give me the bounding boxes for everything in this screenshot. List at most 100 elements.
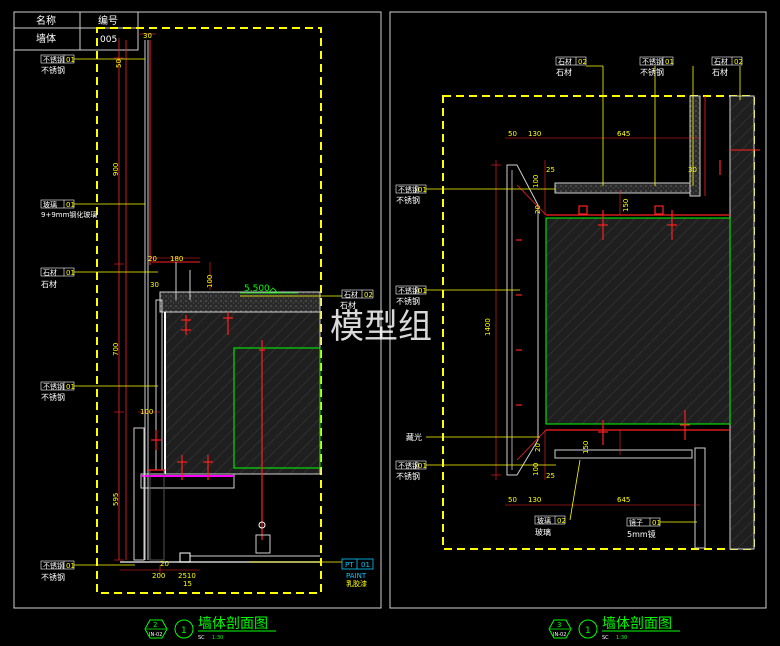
dim-label: 20 bbox=[148, 255, 157, 263]
tag-code: 玻璃 bbox=[43, 200, 57, 209]
tag-text: 石材 bbox=[41, 279, 57, 289]
tag-code: 不锈钢 bbox=[43, 55, 64, 64]
tag-num: 02 bbox=[578, 58, 587, 66]
dim-label: 100 bbox=[206, 275, 214, 288]
light-label: 藏光 bbox=[406, 432, 422, 442]
dim-label: 20 bbox=[534, 443, 542, 452]
paint-line1: PAINT bbox=[346, 572, 367, 580]
tag-text: 5mm镜 bbox=[627, 529, 656, 539]
tag-code: 石材 bbox=[558, 57, 572, 66]
tag-text: 玻璃 bbox=[535, 527, 551, 537]
left-section-title: 2 IN-02 1 墙体剖面图 SC 1:30 bbox=[144, 616, 276, 641]
tag-text: 石材 bbox=[712, 67, 728, 77]
tag-num: 02 bbox=[364, 291, 373, 299]
dim-label: 100 bbox=[532, 175, 540, 188]
dim-label: 645 bbox=[617, 130, 630, 138]
bubble-bottom: IN-02 bbox=[553, 632, 566, 638]
tag-code: 玻璃 bbox=[537, 516, 551, 525]
right-sheet-border bbox=[389, 11, 767, 609]
material-tag: 不锈钢 01 不锈钢 bbox=[40, 381, 75, 402]
tag-code: 石材 bbox=[714, 57, 728, 66]
tag-text: 石材 bbox=[340, 300, 356, 310]
dim-label: 30 bbox=[688, 166, 697, 174]
material-tag: 不锈钢 01 不锈钢 bbox=[639, 56, 674, 77]
dim-label: 50 bbox=[508, 496, 517, 504]
dim-label: 20 bbox=[160, 560, 169, 568]
dim-label: 20 bbox=[534, 205, 542, 214]
bubble-top: 3 bbox=[557, 621, 561, 629]
tag-code: 不锈钢 bbox=[642, 57, 663, 66]
section-title: 墙体剖面图 bbox=[602, 616, 672, 632]
scale-label: SC bbox=[602, 635, 609, 641]
dim-label: 100 bbox=[140, 408, 153, 416]
paint-tag: PT 01 PAINT 乳胶漆 bbox=[341, 558, 374, 588]
dim-label: 595 bbox=[112, 493, 120, 506]
material-tag: 石材 02 石材 bbox=[711, 56, 743, 77]
dim-label: 15 bbox=[183, 580, 192, 588]
bubble-top: 2 bbox=[153, 621, 157, 629]
scale-value: 1:30 bbox=[616, 635, 627, 641]
material-tag: 不锈钢 01 不锈钢 bbox=[40, 560, 75, 582]
tag-num: 01 bbox=[66, 269, 75, 277]
watermark: 模型组 bbox=[330, 307, 432, 347]
tag-num: 02 bbox=[734, 58, 743, 66]
material-tag: 石材 02 石材 bbox=[555, 56, 587, 77]
tag-num: 01 bbox=[66, 201, 75, 209]
tag-text: 不锈钢 bbox=[41, 572, 65, 582]
tag-num: 01 bbox=[66, 383, 75, 391]
dim-label: 130 bbox=[528, 496, 541, 504]
dim-label: 180 bbox=[170, 255, 183, 263]
dim-label: 900 bbox=[112, 163, 120, 176]
dim-label: 700 bbox=[112, 343, 120, 356]
section-title: 墙体剖面图 bbox=[198, 616, 268, 632]
left-sheet-border bbox=[13, 11, 382, 609]
tag-text: 不锈钢 bbox=[396, 296, 420, 306]
dim-label: 2510 bbox=[178, 572, 196, 580]
tag-num: 01 bbox=[418, 287, 427, 295]
circle-num: 1 bbox=[585, 626, 591, 636]
tag-num: 01 bbox=[665, 58, 674, 66]
material-tag: 玻璃 01 9+9mm钢化玻璃 bbox=[40, 199, 97, 219]
left-tags: 不锈钢 01 不锈钢 玻璃 01 9+9mm钢化玻璃 石材 01 石材 不锈钢 … bbox=[40, 54, 374, 588]
tag-code: 石材 bbox=[344, 290, 358, 299]
right-section-title: 3 IN-02 1 墙体剖面图 SC 1:30 bbox=[548, 616, 680, 641]
tag-num: 01 bbox=[652, 519, 661, 527]
dim-label: 130 bbox=[528, 130, 541, 138]
tag-code: PT bbox=[345, 561, 354, 569]
title-block-col-name: 名称 bbox=[36, 14, 56, 27]
dim-label: 100 bbox=[532, 463, 540, 476]
tag-code: 石材 bbox=[43, 268, 57, 277]
dim-label: 50 bbox=[115, 59, 123, 68]
material-tag: 不锈钢 01 不锈钢 bbox=[40, 54, 75, 75]
title-block-row-number: 005 bbox=[100, 35, 117, 45]
tag-code: 镜子 bbox=[629, 518, 643, 527]
material-tag: 不锈钢 01 不锈钢 bbox=[395, 460, 427, 481]
tag-text: 不锈钢 bbox=[41, 392, 65, 402]
tag-text: 9+9mm钢化玻璃 bbox=[41, 210, 97, 219]
title-block-row-name: 墙体 bbox=[36, 32, 56, 45]
dim-label: 150 bbox=[622, 199, 630, 212]
dim-label: 645 bbox=[617, 496, 630, 504]
tag-num: 02 bbox=[557, 517, 566, 525]
tag-code: 不锈钢 bbox=[43, 382, 64, 391]
scale-value: 1:30 bbox=[212, 635, 223, 641]
tag-code: 不锈钢 bbox=[398, 185, 419, 194]
title-block-col-number: 编号 bbox=[98, 14, 118, 27]
tag-num: 01 bbox=[361, 561, 370, 569]
left-section: 30 50 900 20 180 100 30 700 100 595 200 … bbox=[74, 27, 342, 594]
tag-num: 01 bbox=[418, 186, 427, 194]
dim-label: 30 bbox=[150, 281, 159, 289]
material-tag: 镜子 01 5mm镜 bbox=[626, 517, 661, 539]
tag-text: 不锈钢 bbox=[396, 471, 420, 481]
dim-label: 200 bbox=[152, 572, 165, 580]
tag-num: 01 bbox=[66, 562, 75, 570]
elevation-label: 5.500 bbox=[244, 284, 270, 294]
dim-label: 50 bbox=[508, 130, 517, 138]
material-tag: 石材 01 石材 bbox=[40, 267, 75, 289]
dim-label: 25 bbox=[546, 166, 555, 174]
material-tag: 不锈钢 01 不锈钢 bbox=[395, 184, 427, 205]
tag-text: 石材 bbox=[556, 67, 572, 77]
tag-num: 01 bbox=[66, 56, 75, 64]
bubble-bottom: IN-02 bbox=[149, 632, 162, 638]
